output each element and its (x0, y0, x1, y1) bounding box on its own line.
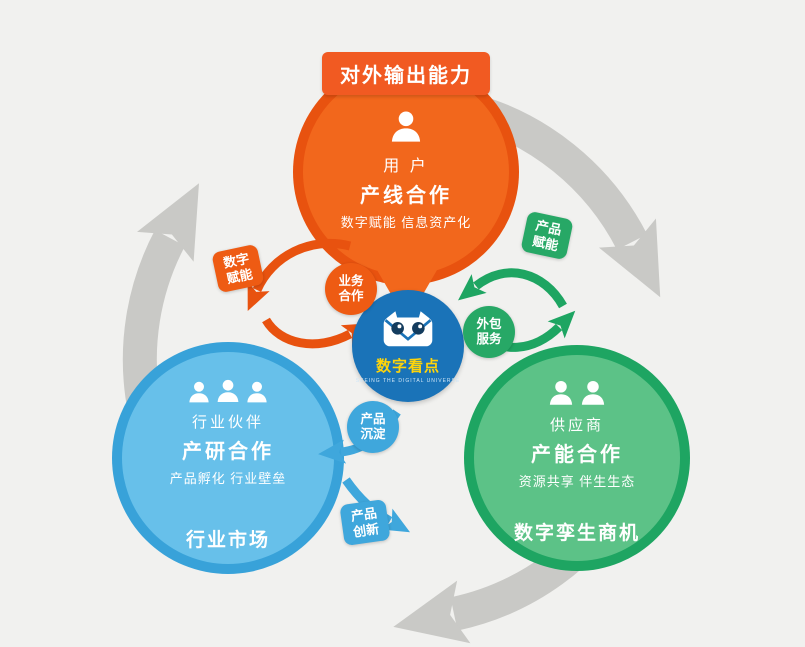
right-circle-title: 产能合作 (531, 443, 623, 466)
label-line: 业务 (338, 274, 364, 289)
top-banner: 对外输出能力 (322, 52, 490, 95)
right-circle-subtitle: 资源共享 伴生生态 (518, 473, 636, 489)
label-line: 产品 (360, 412, 386, 427)
top-circle-subtitle: 数字赋能 信息资产化 (340, 215, 472, 230)
label-business-cooperation: 业务 合作 (325, 263, 377, 315)
label-line: 外包 (476, 317, 502, 332)
left-circle-role: 行业伙伴 (191, 413, 264, 431)
hub-tagline: SEEING THE DIGITAL UNIVERSE (355, 377, 461, 384)
partners-group-icon (186, 378, 270, 406)
top-circle-title: 产线合作 (360, 185, 452, 207)
label-product-empowerment: 产品 赋能 (520, 210, 574, 261)
label-outsourcing-service: 外包 服务 (463, 306, 515, 358)
hub-brand-name: 数字看点 (375, 357, 440, 375)
label-line: 沉淀 (360, 427, 386, 441)
label-product-deposit: 产品 沉淀 (347, 401, 399, 453)
left-circle-partners: 行业伙伴 产研合作 产品孵化 行业壁垒 行业市场 (112, 342, 344, 574)
owl-logo-icon (383, 310, 433, 346)
arrow-green-in (458, 268, 567, 309)
user-icon (387, 109, 425, 147)
right-circle-suppliers: 供应商 产能合作 资源共享 伴生生态 数字孪生商机 (464, 345, 690, 571)
label-digital-empowerment: 数字 赋能 (211, 243, 265, 294)
top-circle-role: 用 户 (383, 158, 429, 175)
label-line: 合作 (338, 289, 364, 303)
left-circle-footer: 行业市场 (185, 530, 270, 551)
left-circle-subtitle: 产品孵化 行业壁垒 (169, 470, 287, 486)
top-circle-content: 用 户 产线合作 数字赋能 信息资产化 (303, 69, 509, 275)
suppliers-group-icon (546, 379, 608, 409)
center-hub-logo: 数字看点 SEEING THE DIGITAL UNIVERSE (352, 290, 464, 402)
left-circle-title: 产研合作 (182, 440, 274, 463)
label-line: 创新 (352, 520, 380, 540)
label-product-innovation: 产品 创新 (339, 498, 391, 547)
arrow-orange-in (262, 317, 371, 349)
right-circle-footer: 数字孪生商机 (513, 523, 640, 544)
label-line: 服务 (476, 332, 502, 346)
right-circle-role: 供应商 (549, 416, 604, 434)
